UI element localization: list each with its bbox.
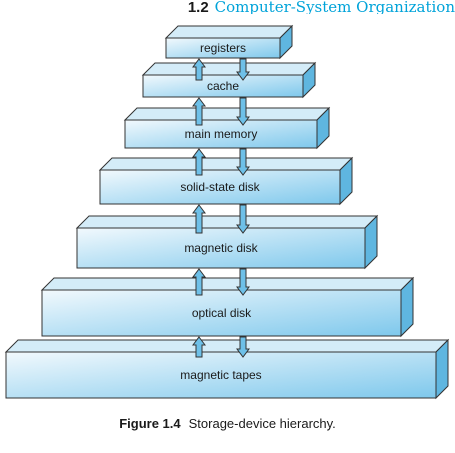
box-front-face [41, 289, 402, 337]
level-main-memory: main memory [123, 106, 331, 150]
down-arrow-icon [236, 268, 250, 296]
box-top-face [98, 157, 354, 171]
up-arrow-icon [192, 204, 206, 234]
level-label: magnetic tapes [180, 368, 261, 382]
level-magnetic-disk: magnetic disk [75, 214, 379, 270]
box-top-face [40, 277, 415, 291]
down-arrow-icon [236, 97, 250, 126]
level-label: cache [207, 79, 239, 93]
box-top-face [164, 25, 294, 39]
box-front-face [142, 74, 304, 98]
level-label: optical disk [192, 306, 252, 320]
running-header: 1.2 Computer-System Organization [0, 0, 455, 14]
section-number: 1.2 [187, 0, 209, 14]
box-top-face [123, 107, 331, 121]
level-solid-state-disk: solid-state disk [98, 156, 354, 206]
level-magnetic-tapes: magnetic tapes [4, 338, 450, 400]
box-front-face [165, 37, 281, 59]
level-label: main memory [185, 127, 258, 141]
down-arrow-icon [236, 148, 250, 176]
up-arrow-icon [192, 58, 206, 81]
box-front-face [5, 351, 437, 399]
box-front-face [124, 119, 318, 149]
level-optical-disk: optical disk [40, 276, 415, 338]
box-top-face [75, 215, 379, 229]
down-arrow-icon [236, 336, 250, 358]
level-label: solid-state disk [180, 180, 260, 194]
up-arrow-icon [192, 336, 206, 358]
down-arrow-icon [236, 204, 250, 234]
up-arrow-icon [192, 97, 206, 126]
up-arrow-icon [192, 148, 206, 176]
figure-number: Figure 1.4 [119, 416, 181, 431]
level-registers: registers [164, 24, 294, 60]
section-title: Computer-System Organization [214, 0, 455, 14]
box-top-face [141, 62, 317, 76]
storage-hierarchy-diagram: registers cache main memory solid-state dis… [4, 24, 450, 400]
level-label: magnetic disk [184, 241, 258, 255]
box-front-face [76, 227, 366, 269]
down-arrow-icon [236, 58, 250, 81]
figure-caption: Figure 1.4 Storage-device hierarchy. [0, 416, 455, 431]
box-front-face [99, 169, 341, 205]
level-cache: cache [141, 61, 317, 99]
figure-caption-text: Storage-device hierarchy. [188, 416, 336, 431]
up-arrow-icon [192, 268, 206, 296]
box-top-face [4, 339, 450, 353]
level-label: registers [200, 41, 246, 55]
